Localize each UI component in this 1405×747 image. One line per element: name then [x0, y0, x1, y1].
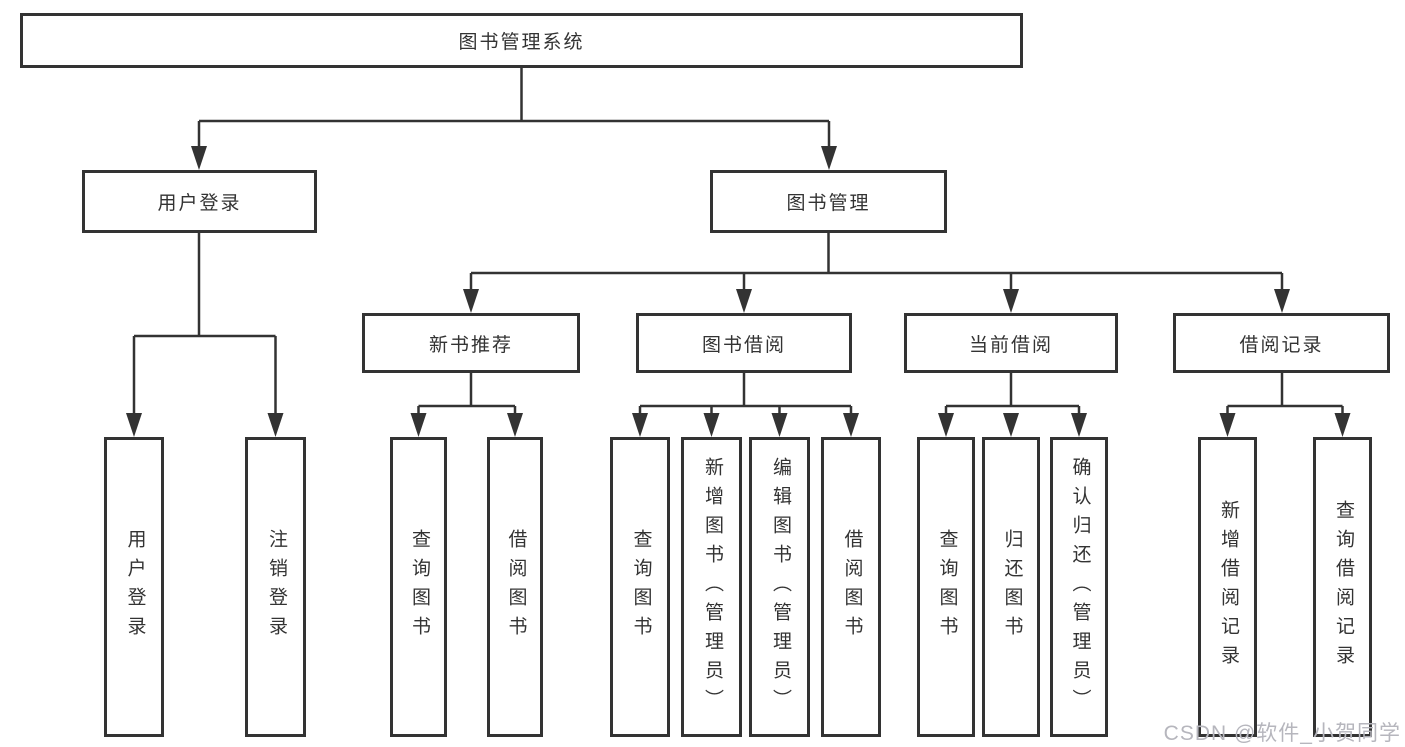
node-user-login: 用户登录: [82, 170, 317, 233]
node-root-label: 图书管理系统: [458, 32, 585, 53]
leaf-nb-query-books-label: 查询图书: [408, 529, 430, 645]
node-new-book-recommend-label: 新书推荐: [428, 334, 513, 356]
leaf-bb-query-books-label: 查询图书: [630, 529, 652, 645]
leaf-br-add-record-label: 新增借阅记录: [1217, 500, 1239, 674]
leaf-cb-confirm-return: 确认归还（管理员）: [1050, 437, 1108, 737]
leaf-logout: 注销登录: [245, 437, 306, 737]
node-new-book-recommend: 新书推荐: [362, 313, 580, 373]
leaf-bb-add-books-label: 新增图书（管理员）: [701, 456, 723, 718]
node-book-management-label: 图书管理: [786, 193, 871, 214]
leaf-nb-borrow-books-label: 借阅图书: [505, 529, 527, 645]
leaf-bb-borrow-books: 借阅图书: [821, 437, 881, 737]
node-book-borrowing: 图书借阅: [636, 313, 852, 373]
leaf-bb-borrow-books-label: 借阅图书: [841, 529, 863, 645]
node-book-management: 图书管理: [710, 170, 947, 233]
leaf-user-login: 用户登录: [104, 437, 164, 737]
node-current-borrowing-label: 当前借阅: [968, 334, 1053, 356]
arrowheads: [126, 146, 1351, 437]
leaf-bb-edit-books-label: 编辑图书（管理员）: [769, 456, 791, 718]
node-root-system: 图书管理系统: [20, 13, 1023, 68]
node-book-borrowing-label: 图书借阅: [701, 334, 786, 356]
leaf-cb-return-books-label: 归还图书: [1001, 529, 1023, 645]
leaf-br-query-record-label: 查询借阅记录: [1332, 500, 1354, 674]
leaf-cb-query-books: 查询图书: [917, 437, 975, 737]
node-current-borrowing: 当前借阅: [904, 313, 1118, 373]
leaf-cb-query-books-label: 查询图书: [936, 529, 958, 645]
leaf-bb-add-books: 新增图书（管理员）: [681, 437, 742, 737]
node-borrowing-records: 借阅记录: [1173, 313, 1390, 373]
node-borrowing-records-label: 借阅记录: [1239, 334, 1324, 356]
leaf-br-add-record: 新增借阅记录: [1198, 437, 1257, 737]
csdn-watermark: CSDN @软件_小贺同学: [1163, 722, 1401, 745]
leaf-bb-edit-books: 编辑图书（管理员）: [749, 437, 810, 737]
leaf-nb-borrow-books: 借阅图书: [487, 437, 543, 737]
leaf-user-login-label: 用户登录: [124, 529, 146, 645]
leaf-nb-query-books: 查询图书: [390, 437, 447, 737]
leaf-cb-return-books: 归还图书: [982, 437, 1040, 737]
leaf-logout-label: 注销登录: [265, 529, 287, 645]
leaf-cb-confirm-return-label: 确认归还（管理员）: [1069, 456, 1091, 718]
leaf-br-query-record: 查询借阅记录: [1313, 437, 1372, 737]
node-user-login-label: 用户登录: [157, 193, 242, 214]
leaf-bb-query-books: 查询图书: [610, 437, 670, 737]
